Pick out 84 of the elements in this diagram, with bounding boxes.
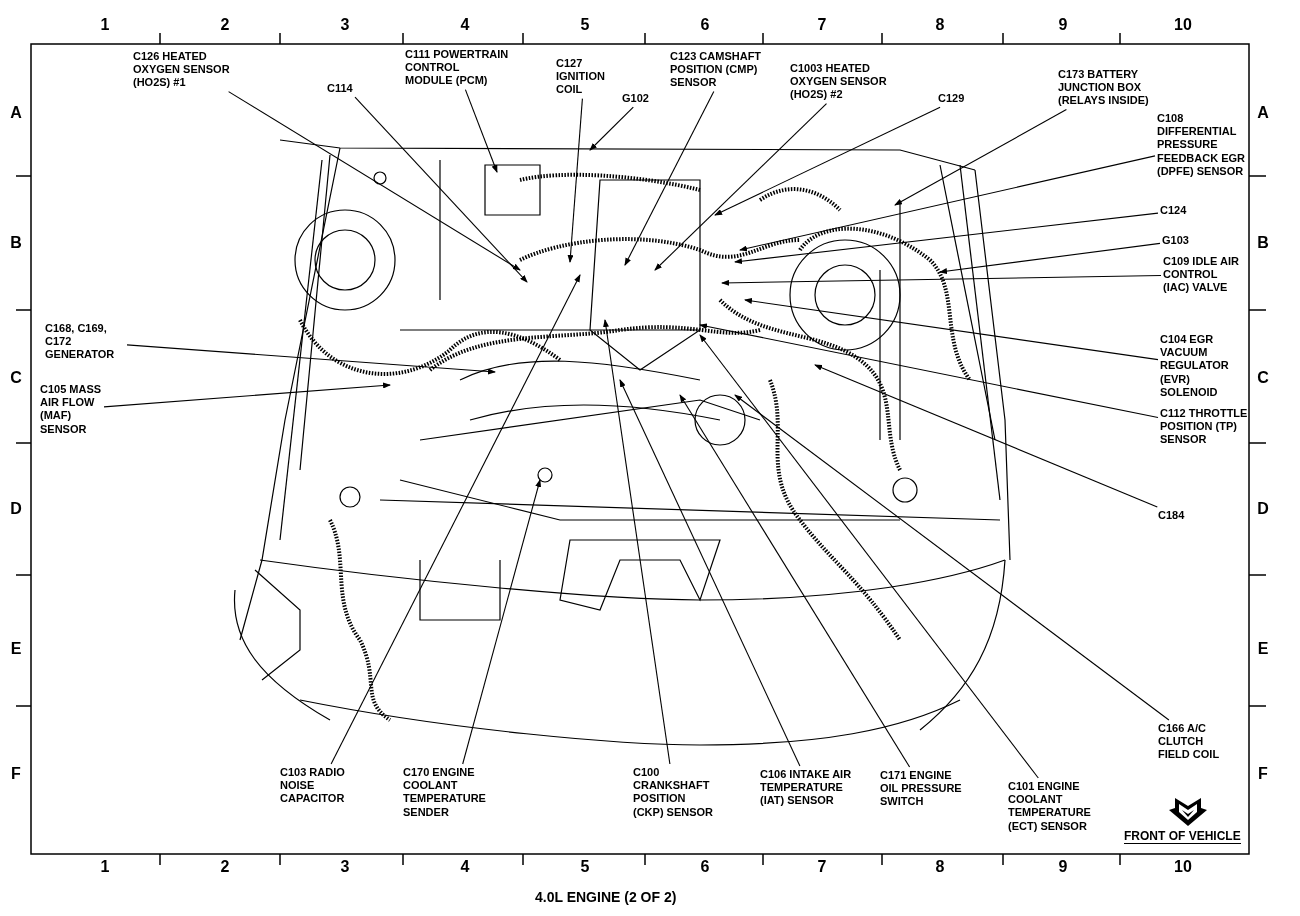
grid-row-letter: C (1256, 369, 1270, 387)
callout-text: C127 IGNITION COIL (556, 57, 612, 97)
grid-column-number: 8 (934, 16, 946, 34)
leader-line (354, 96, 528, 283)
direction-label: FRONT OF VEHICLE (1124, 829, 1241, 844)
grid-row-letter: D (1256, 500, 1270, 518)
leader-line (814, 364, 1158, 508)
leader-line (624, 91, 715, 266)
grid-row-letter: B (9, 234, 23, 252)
callout-text: C166 A/C CLUTCH FIELD COIL (1158, 722, 1238, 762)
leader-line (734, 394, 1170, 721)
leader-line (103, 382, 391, 408)
callout-text: C109 IDLE AIR CONTROL (IAC) VALVE (1163, 255, 1243, 295)
callout-text: C171 ENGINE OIL PRESSURE SWITCH (880, 769, 966, 809)
grid-row-letter: F (10, 765, 22, 783)
grid-column-number: 5 (579, 858, 591, 876)
callout-text: G103 (1162, 234, 1202, 248)
grid-column-number: 10 (1173, 16, 1193, 34)
leader-line (330, 274, 581, 765)
callout-text: C123 CAMSHAFT POSITION (CMP) SENSOR (670, 50, 780, 90)
grid-row-letter: E (1256, 640, 1270, 658)
grid-row-letter: B (1256, 234, 1270, 252)
leader-line (619, 379, 801, 767)
grid-column-number: 7 (816, 858, 828, 876)
grid-row-letter: F (1257, 765, 1269, 783)
grid-column-number: 9 (1057, 858, 1069, 876)
callout-text: C114 (327, 82, 367, 96)
leader-line (654, 103, 828, 271)
callout-text: C126 HEATED OXYGEN SENSOR (HO2S) #1 (133, 50, 253, 90)
callout-text: C173 BATTERY JUNCTION BOX (RELAYS INSIDE) (1058, 68, 1153, 108)
grid-column-number: 7 (816, 16, 828, 34)
callout-text: C184 (1158, 509, 1198, 523)
leader-line (126, 344, 496, 375)
callout-text: G102 (622, 92, 662, 106)
leader-line (744, 298, 1159, 361)
leader-line (739, 155, 1156, 252)
grid-row-letter: A (1256, 104, 1270, 122)
grid-column-number: 4 (459, 858, 471, 876)
callout-text: C103 RADIO NOISE CAPACITOR (280, 766, 360, 806)
grid-column-number: 1 (99, 16, 111, 34)
callout-text: C1003 HEATED OXYGEN SENSOR (HO2S) #2 (790, 62, 908, 102)
leader-line (714, 106, 941, 216)
leader-line (603, 319, 671, 765)
callout-text: C124 (1160, 204, 1200, 218)
callout-text: C168, C169, C172 GENERATOR (45, 322, 125, 362)
grid-column-number: 3 (339, 16, 351, 34)
grid-column-number: 9 (1057, 16, 1069, 34)
grid-column-number: 5 (579, 16, 591, 34)
grid-row-letter: C (9, 369, 23, 387)
grid-column-number: 2 (219, 858, 231, 876)
callout-text: C111 POWERTRAIN CONTROL MODULE (PCM) (405, 48, 509, 88)
grid-column-number: 8 (934, 858, 946, 876)
leader-line (567, 98, 583, 263)
callout-text: C105 MASS AIR FLOW (MAF) SENSOR (40, 383, 102, 436)
grid-column-number: 2 (219, 16, 231, 34)
grid-column-number: 4 (459, 16, 471, 34)
grid-row-letter: A (9, 104, 23, 122)
caption: 4.0L ENGINE (2 OF 2) (535, 889, 677, 905)
grid-row-letter: E (9, 640, 23, 658)
callout-text: C106 INTAKE AIR TEMPERATURE (IAT) SENSOR (760, 768, 860, 808)
callout-text: C129 (938, 92, 978, 106)
leader-line (699, 334, 1039, 779)
leader-line (721, 274, 1162, 286)
callout-text: C104 EGR VACUUM REGULATOR (EVR) SOLENOID (1160, 333, 1244, 399)
leader-line (228, 91, 521, 271)
grid-column-number: 10 (1173, 858, 1193, 876)
leader-line (734, 212, 1159, 265)
callout-text: C108 DIFFERENTIAL PRESSURE FEEDBACK EGR (DPFE) SENSOR (1157, 112, 1249, 178)
leader-line (464, 89, 498, 173)
leader-line (462, 479, 542, 765)
leader-line (894, 109, 1067, 206)
leader-line (679, 394, 911, 768)
grid-column-number: 3 (339, 858, 351, 876)
grid-row-letter: D (9, 500, 23, 518)
leader-line (699, 323, 1159, 419)
leader-line (589, 106, 634, 151)
leader-line (939, 242, 1161, 275)
grid-column-number: 1 (99, 858, 111, 876)
grid-column-number: 6 (699, 16, 711, 34)
grid-column-number: 6 (699, 858, 711, 876)
callout-text: C100 CRANKSHAFT POSITION (CKP) SENSOR (633, 766, 715, 819)
callout-text: C170 ENGINE COOLANT TEMPERATURE SENDER (403, 766, 507, 819)
callout-text: C112 THROTTLE POSITION (TP) SENSOR (1160, 407, 1248, 447)
callout-text: C101 ENGINE COOLANT TEMPERATURE (ECT) SENSOR (1008, 780, 1112, 833)
